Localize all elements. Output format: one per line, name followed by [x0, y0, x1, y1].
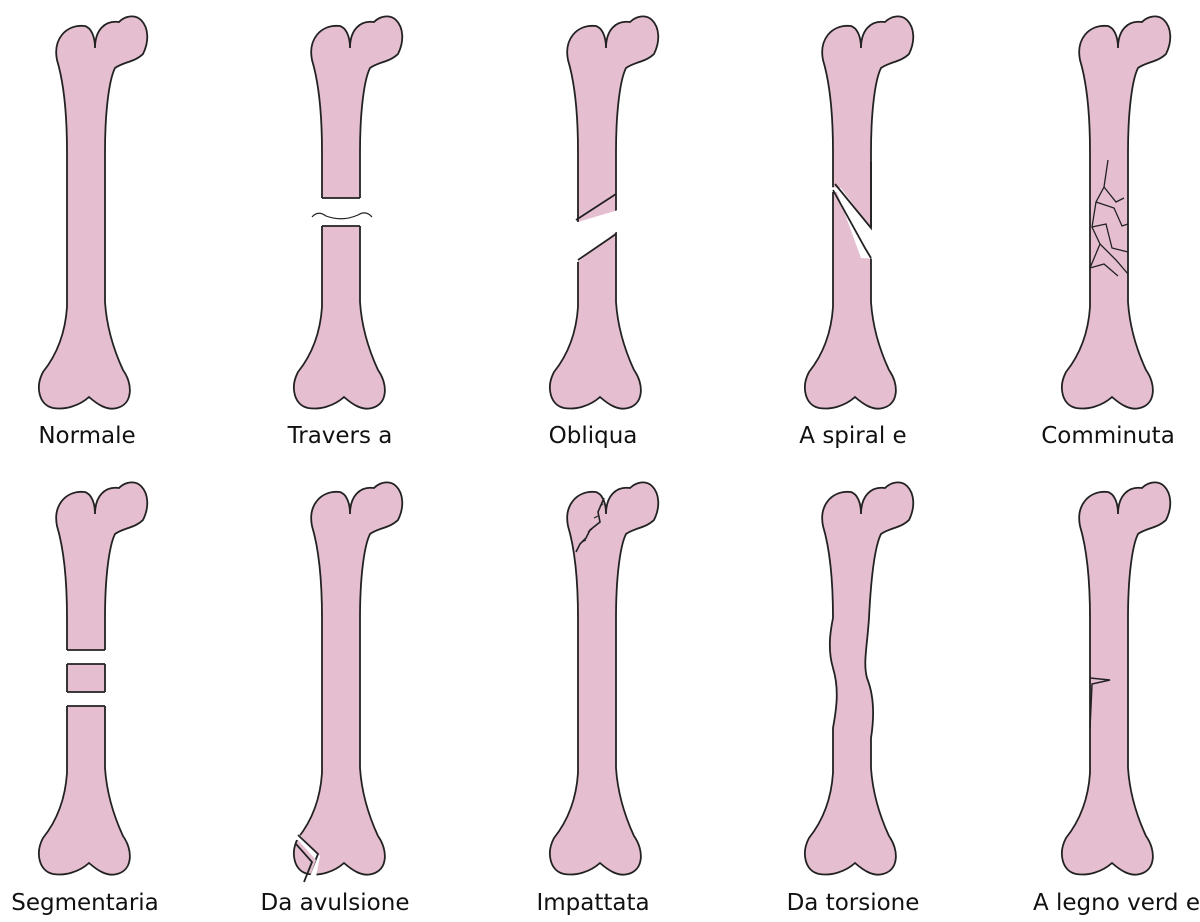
crack-line [1089, 159, 1109, 269]
femur-spirale-break-edge [834, 162, 872, 231]
femur-obliqua-break-edge [577, 233, 617, 261]
bone-segmentaria [38, 481, 149, 876]
bone-impattata [549, 481, 660, 876]
bone-spirale [804, 15, 915, 410]
femur-normale [38, 15, 149, 410]
femur-obliqua-piece-2 [549, 232, 660, 410]
femur-torsione [804, 481, 915, 876]
label-trasversa: Travers a [287, 423, 393, 449]
label-comminuta: Comminuta [1041, 423, 1175, 449]
femur-segmentaria-piece-2 [38, 664, 149, 692]
bone-comminuta [1061, 15, 1172, 410]
label-torsione: Da torsione [786, 890, 920, 916]
femur-impattata [549, 481, 660, 876]
label-impattata: Impattata [536, 890, 650, 916]
greenstick-crack [1089, 677, 1111, 729]
femur-trasversa-piece-1 [293, 15, 404, 198]
bone-legno-verde [1061, 481, 1172, 876]
break-line [311, 212, 373, 220]
crack-line [1099, 243, 1129, 275]
crack-line [1103, 186, 1125, 203]
label-segmentaria: Segmentaria [11, 890, 159, 916]
femur-obliqua-break-edge [575, 193, 617, 221]
label-legno-verde: A legno verd e [1032, 890, 1200, 916]
femur-spirale-break-edge [832, 189, 872, 259]
femur-legno-verde [1061, 481, 1172, 876]
crack-line [1091, 223, 1129, 253]
femur-segmentaria-piece-1 [38, 481, 149, 650]
label-spirale: A spiral e [799, 423, 907, 449]
femur-avulsione-piece-1 [293, 481, 404, 876]
femur-obliqua-piece-1 [549, 15, 660, 222]
label-normale: Normale [38, 423, 136, 449]
crack-line [1095, 201, 1129, 227]
bone-torsione [804, 481, 915, 876]
bone-obliqua [549, 15, 660, 410]
label-obliqua: Obliqua [548, 423, 638, 449]
femur-segmentaria-piece-3 [38, 706, 149, 876]
bone-normale [38, 15, 149, 410]
bone-avulsione [293, 481, 404, 883]
femur-trasversa-piece-2 [293, 226, 404, 410]
impaction-hatch [581, 503, 604, 543]
crack-line [1089, 263, 1119, 277]
femur-avulsione-break-edge [295, 843, 314, 883]
label-avulsione: Da avulsione [260, 890, 410, 916]
bone-trasversa [293, 15, 404, 410]
